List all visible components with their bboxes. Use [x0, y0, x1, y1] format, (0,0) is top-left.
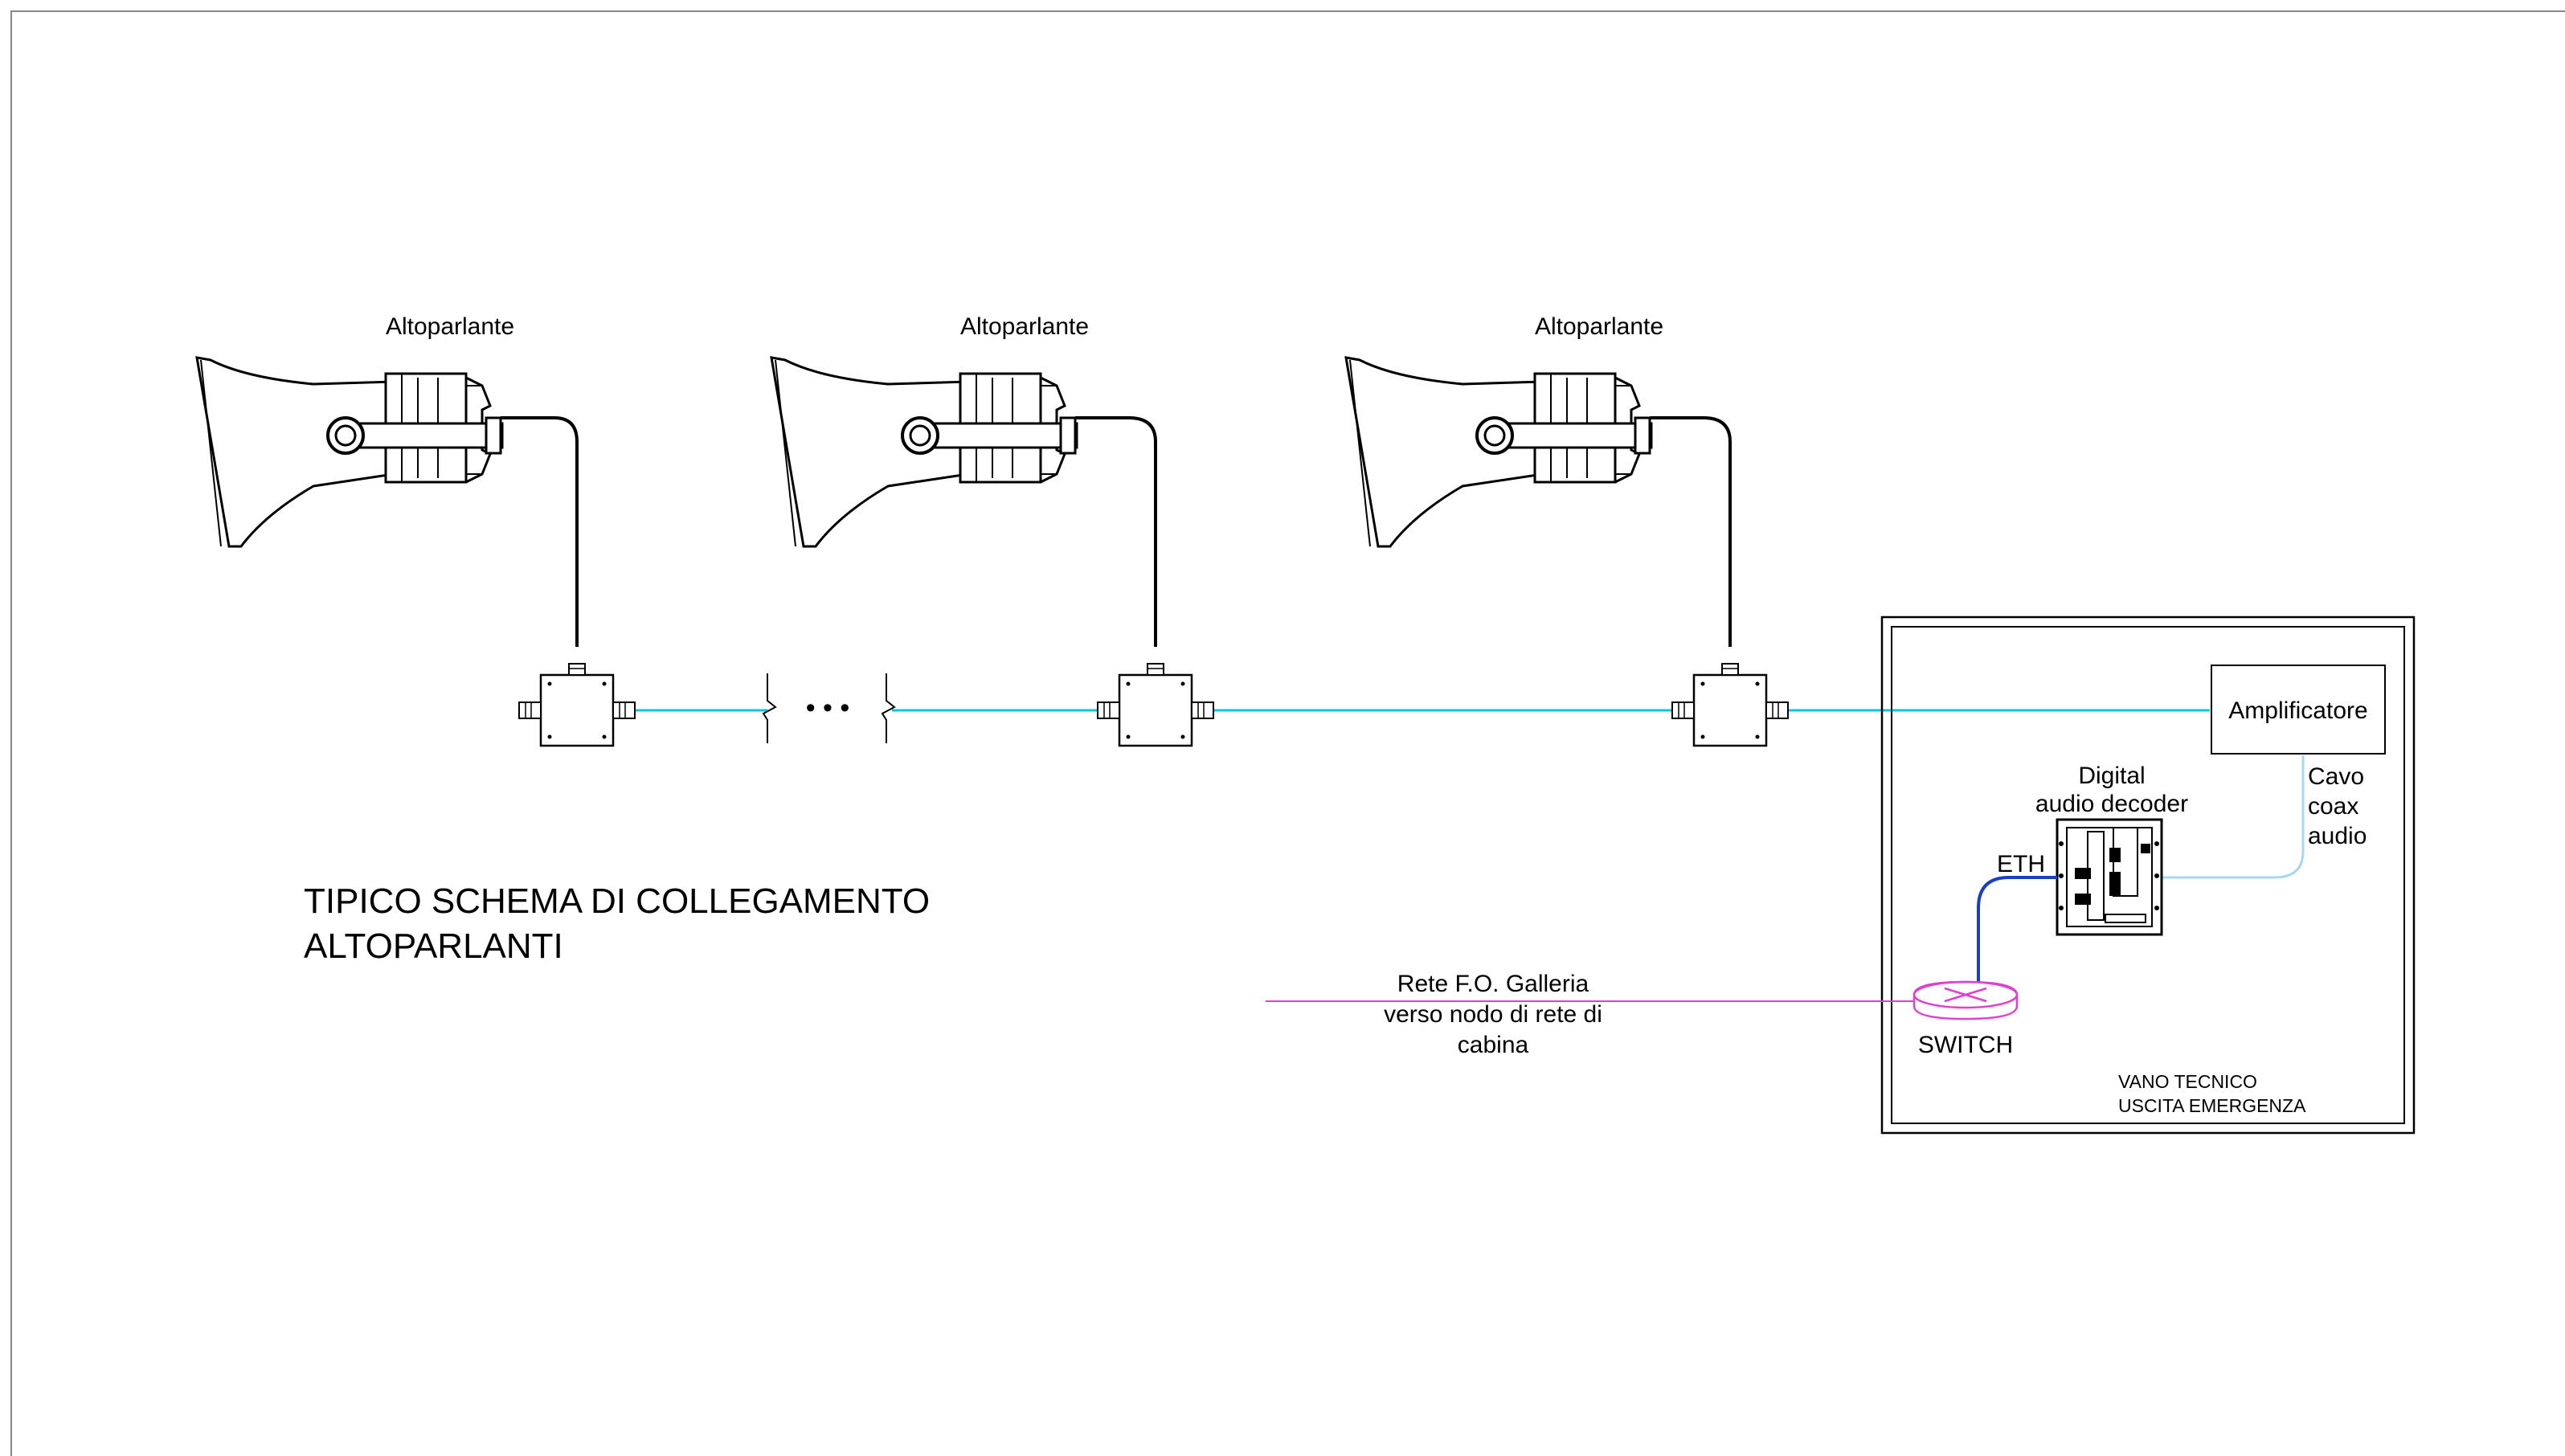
svg-text:Cavo: Cavo: [2308, 763, 2364, 790]
svg-text:cabina: cabina: [1458, 1032, 1529, 1058]
speaker-label: Altoparlante: [960, 313, 1089, 340]
svg-text:VANO TECNICO: VANO TECNICO: [2118, 1071, 2257, 1092]
svg-text:ALTOPARLANTI: ALTOPARLANTI: [304, 926, 563, 966]
speaker-label: Altoparlante: [386, 313, 514, 340]
speaker-3: Altoparlante: [1344, 313, 1790, 747]
svg-text:coax: coax: [2308, 793, 2358, 820]
speaker-2: Altoparlante: [770, 313, 1215, 747]
coax-cable: [2162, 755, 2305, 879]
room-label: VANO TECNICO USCITA EMERGENZA: [2118, 1071, 2306, 1116]
svg-text:USCITA EMERGENZA: USCITA EMERGENZA: [2118, 1095, 2306, 1116]
amplifier: Amplificatore: [2211, 665, 2386, 755]
svg-text:Rete F.O. Galleria: Rete F.O. Galleria: [1397, 971, 1589, 997]
break-mark: [762, 673, 896, 743]
eth-label: ETH: [1997, 851, 2045, 877]
svg-text:Amplificatore: Amplificatore: [2228, 697, 2367, 724]
fiber-label: Rete F.O. Galleria verso nodo di rete di…: [1384, 971, 1602, 1058]
switch-label: SWITCH: [1918, 1032, 2013, 1058]
speaker-label: Altoparlante: [1535, 313, 1663, 340]
svg-text:audio decoder: audio decoder: [2035, 791, 2188, 817]
svg-text:TIPICO SCHEMA DI COLLEGAMENTO: TIPICO SCHEMA DI COLLEGAMENTO: [304, 881, 930, 921]
diagram-title: TIPICO SCHEMA DI COLLEGAMENTO ALTOPARLAN…: [304, 881, 930, 966]
coax-label: Cavo coax audio: [2308, 763, 2367, 849]
speaker-1: Altoparlante: [195, 313, 636, 747]
eth-cable: [1977, 876, 2057, 992]
network-switch: [1912, 980, 2019, 1020]
svg-text:audio: audio: [2308, 823, 2367, 849]
svg-text:Digital: Digital: [2078, 763, 2145, 789]
ellipsis: • • •: [806, 693, 850, 723]
svg-text:verso nodo di rete di: verso nodo di rete di: [1384, 1001, 1602, 1028]
digital-audio-decoder: Digital audio decoder: [2035, 763, 2188, 936]
technical-room: [1880, 616, 2416, 1135]
